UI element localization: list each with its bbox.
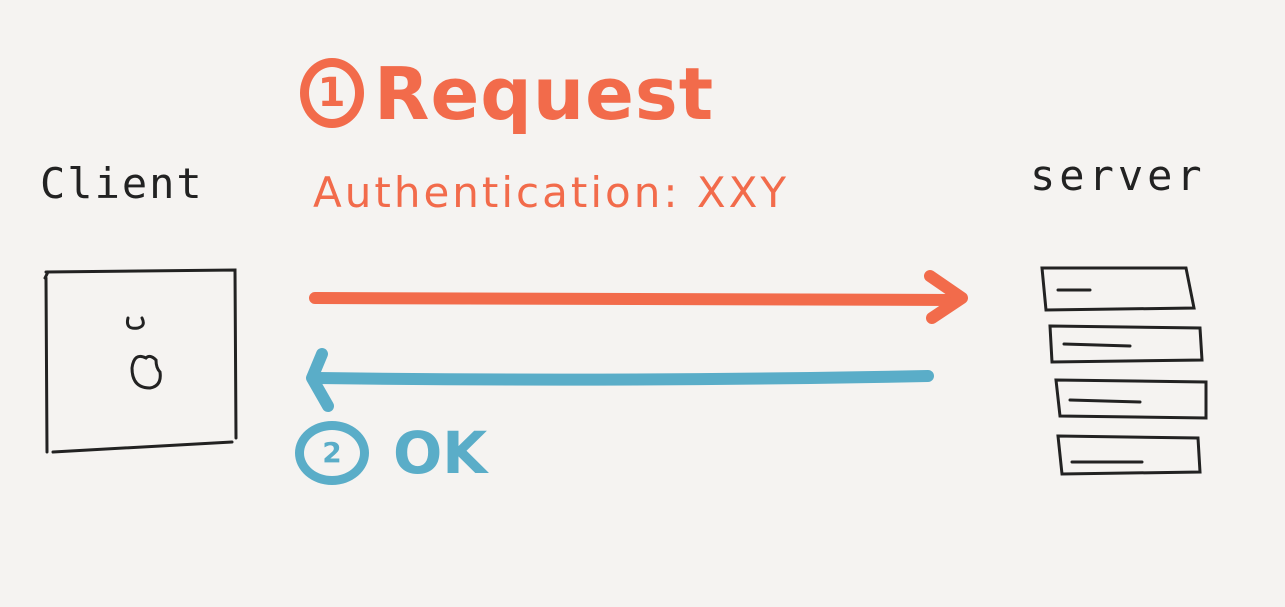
response-step-title: 2 OK — [295, 420, 487, 489]
response-title-text: OK — [393, 419, 488, 487]
client-label: Client — [40, 159, 204, 208]
request-arrow — [309, 270, 968, 324]
auth-header-text: Authentication: XXY — [313, 168, 790, 217]
request-title-text: Request — [374, 52, 715, 136]
response-step-number: 2 — [295, 420, 369, 485]
client-device — [43, 268, 238, 454]
server-stack — [1040, 266, 1208, 476]
server-label: server — [1030, 151, 1206, 200]
apple-logo-leaf — [126, 316, 145, 330]
apple-logo-body — [130, 354, 162, 390]
response-arrow — [306, 348, 934, 412]
request-step-number: 1 — [300, 58, 364, 129]
